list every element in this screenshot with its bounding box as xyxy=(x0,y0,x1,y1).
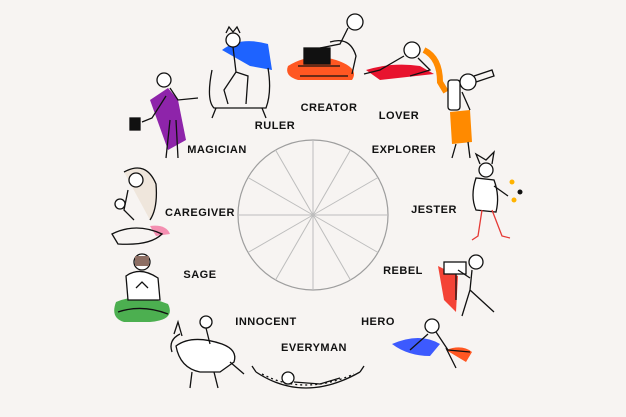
rebel-with-protest-sign-icon xyxy=(438,254,495,317)
wheel-spoke xyxy=(312,177,379,216)
innocent-riding-unicorn-icon xyxy=(170,315,245,389)
wheel-spoke xyxy=(275,214,314,281)
lover-reclining-icon xyxy=(363,41,449,94)
ruler-on-throne-icon xyxy=(208,25,272,119)
archetype-label-creator: CREATOR xyxy=(300,102,358,114)
archetype-label-sage: SAGE xyxy=(183,269,217,281)
wheel-spoke xyxy=(247,177,314,216)
wheel-spokes xyxy=(238,140,388,290)
explorer-with-telescope-icon xyxy=(447,69,495,159)
archetype-label-caregiver: CAREGIVER xyxy=(165,207,235,219)
wheel-spoke xyxy=(312,214,351,281)
archetype-label-lover: LOVER xyxy=(378,110,420,122)
archetype-label-everyman: EVERYMAN xyxy=(281,342,347,354)
archetype-label-rebel: REBEL xyxy=(383,265,423,277)
wheel-spoke xyxy=(312,214,379,253)
wheel-spoke xyxy=(275,149,314,216)
wheel-spoke xyxy=(312,149,351,216)
archetype-label-explorer: EXPLORER xyxy=(371,144,437,156)
archetype-wheel xyxy=(237,139,389,291)
magician-with-hat-icon xyxy=(129,72,199,159)
caregiver-with-child-icon xyxy=(111,167,170,245)
jester-juggling-icon xyxy=(471,150,523,241)
everyman-in-hammock-icon xyxy=(251,365,365,389)
wheel-spoke xyxy=(247,214,314,253)
archetype-label-magician: MAGICIAN xyxy=(187,144,247,156)
archetype-label-hero: HERO xyxy=(361,316,395,328)
hero-flying-icon xyxy=(392,318,472,369)
archetype-label-jester: JESTER xyxy=(411,204,457,216)
creator-with-laptop-icon xyxy=(287,13,364,80)
archetype-label-innocent: INNOCENT xyxy=(235,316,297,328)
archetype-label-ruler: RULER xyxy=(254,120,296,132)
sage-meditating-icon xyxy=(114,253,170,322)
